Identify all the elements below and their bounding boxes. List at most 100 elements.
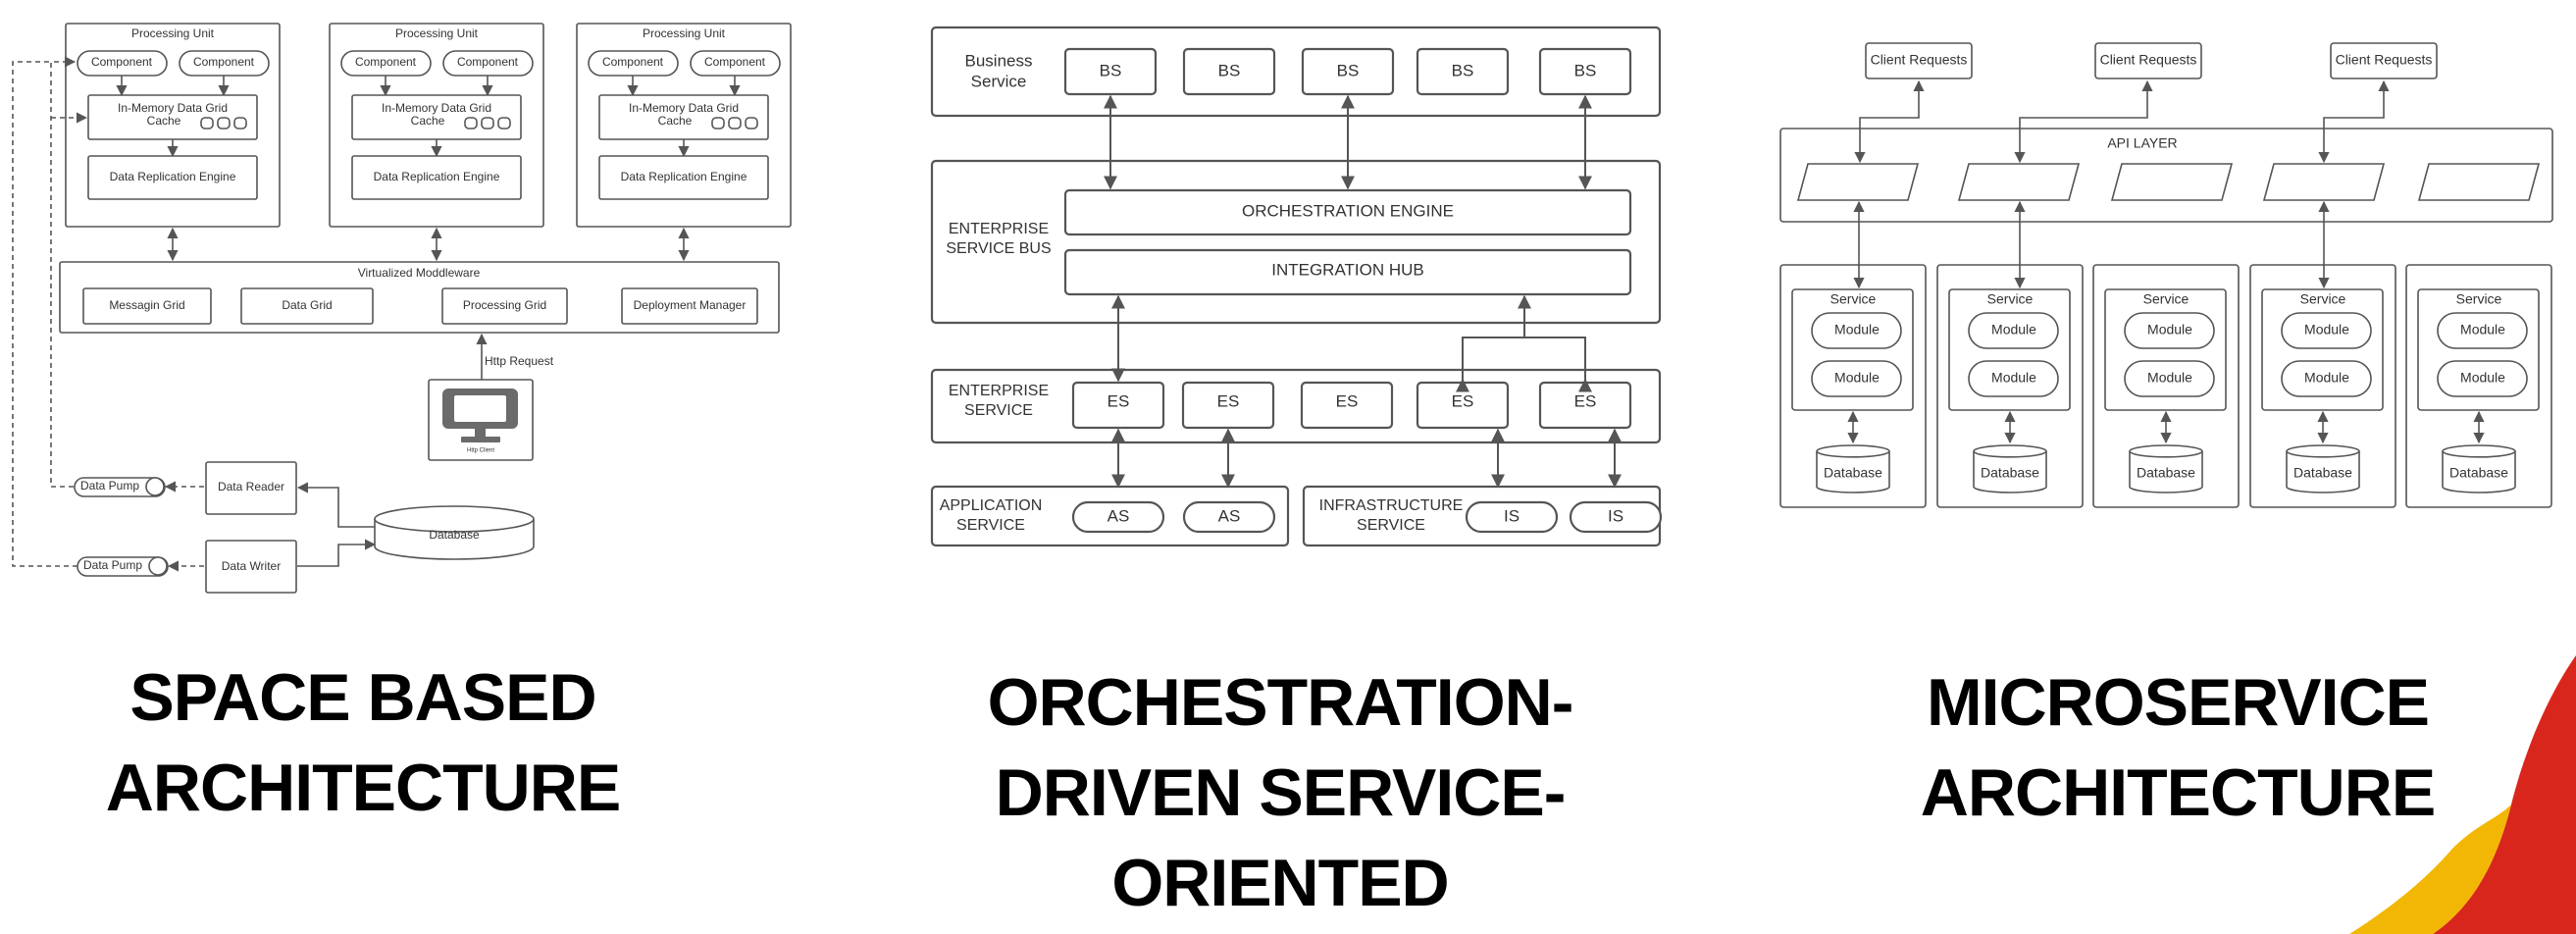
as-label: AS xyxy=(1218,506,1241,525)
title-line: ORCHESTRATION- xyxy=(987,665,1574,740)
connector-line xyxy=(297,539,377,567)
as-pill xyxy=(1071,500,1165,534)
api-gateway-slot xyxy=(2417,163,2541,201)
module-label: Module xyxy=(1991,322,2036,337)
api-gateway-slot xyxy=(1957,163,2081,201)
bs-label: BS xyxy=(1218,61,1241,79)
database-body xyxy=(2442,450,2516,493)
module xyxy=(1811,360,1902,397)
cache-label: In-Memory Data Grid xyxy=(118,101,228,115)
component-label: Component xyxy=(193,55,255,69)
database xyxy=(2442,444,2516,493)
database xyxy=(2286,444,2360,493)
component-label: Component xyxy=(457,55,519,69)
database-top xyxy=(374,505,535,533)
virtualized-middleware xyxy=(59,261,780,334)
title-line: ARCHITECTURE xyxy=(1920,755,2436,830)
data-replication-engine xyxy=(87,155,258,200)
middleware-grid-item xyxy=(621,287,758,325)
connector-line xyxy=(50,56,77,488)
middleware-item-label: Deployment Manager xyxy=(634,298,747,312)
middleware-grid-item xyxy=(82,287,212,325)
api-gateway-slot xyxy=(2110,163,2234,201)
api-layer-label: API LAYER xyxy=(2107,135,2177,151)
processing-unit-label: Processing Unit xyxy=(395,26,479,40)
replication-label: Data Replication Engine xyxy=(110,170,236,183)
component-label: Component xyxy=(91,55,153,69)
database-top xyxy=(2129,444,2203,458)
bs-box xyxy=(1063,47,1158,96)
business-service-label: Service xyxy=(971,72,1027,90)
integration-hub-label: INTEGRATION HUB xyxy=(1271,260,1424,279)
is-label: IS xyxy=(1608,506,1623,525)
replication-label: Data Replication Engine xyxy=(621,170,747,183)
application-service-label: SERVICE xyxy=(956,517,1025,534)
module xyxy=(2437,312,2528,349)
cache-slot-icon xyxy=(728,117,742,130)
client-requests-box xyxy=(2094,42,2202,79)
connector-line xyxy=(2014,79,2153,164)
data-pump-label: Data Pump xyxy=(83,558,142,572)
enterprise-service-label: SERVICE xyxy=(964,402,1033,419)
as-pill xyxy=(1182,500,1276,534)
database-body xyxy=(2286,450,2360,493)
database-label: Database xyxy=(2293,465,2352,481)
title-line: SPACE BASED xyxy=(129,660,596,735)
module-label: Module xyxy=(2304,322,2349,337)
module-label: Module xyxy=(2147,370,2192,386)
database-label: Database xyxy=(429,528,480,542)
middleware-item-label: Data Grid xyxy=(282,298,332,312)
data-reader-label: Data Reader xyxy=(218,480,284,493)
cache-slot-icon xyxy=(711,117,725,130)
module xyxy=(1968,360,2059,397)
title-orchestration: ORCHESTRATION- DRIVEN SERVICE- ORIENTED xyxy=(883,657,1677,928)
database-body xyxy=(1973,450,2047,493)
title-line: DRIVEN SERVICE- xyxy=(995,755,1567,830)
es-label: ES xyxy=(1452,391,1474,410)
es-box xyxy=(1300,381,1394,430)
client-requests-label: Client Requests xyxy=(2100,52,2197,68)
title-space-based: SPACE BASED ARCHITECTURE xyxy=(39,652,687,833)
integration-hub xyxy=(1063,248,1632,296)
cache-label: Cache xyxy=(411,114,445,128)
module xyxy=(2124,360,2215,397)
es-label: ES xyxy=(1108,391,1130,410)
monitor-neck xyxy=(475,429,486,438)
bs-box xyxy=(1416,47,1510,96)
module-label: Module xyxy=(1834,322,1880,337)
database-body xyxy=(1816,450,1890,493)
database xyxy=(1973,444,2047,493)
module xyxy=(2124,312,2215,349)
infrastructure-service-label: INFRASTRUCTURE xyxy=(1319,497,1464,514)
database-top xyxy=(2442,444,2516,458)
data-replication-engine xyxy=(351,155,522,200)
orchestration-engine xyxy=(1063,188,1632,236)
component-label: Component xyxy=(602,55,664,69)
cache-label: Cache xyxy=(147,114,181,128)
service-label: Service xyxy=(2143,291,2190,307)
business-service-label: Business xyxy=(965,51,1033,70)
connector-line xyxy=(2318,79,2390,164)
module-label: Module xyxy=(2147,322,2192,337)
api-gateway-slot xyxy=(1796,163,1920,201)
cache-slot-icon xyxy=(745,117,758,130)
monitor-display xyxy=(454,395,506,422)
database-label: Database xyxy=(1824,465,1882,481)
module-label: Module xyxy=(2304,370,2349,386)
database-top xyxy=(1816,444,1890,458)
bs-label: BS xyxy=(1337,61,1360,79)
middleware-label: Virtualized Moddleware xyxy=(358,266,481,280)
module-label: Module xyxy=(2460,370,2505,386)
cache-label: Cache xyxy=(658,114,693,128)
es-label: ES xyxy=(1336,391,1359,410)
data-replication-engine xyxy=(598,155,769,200)
es-label: ES xyxy=(1574,391,1597,410)
decorative-corner-accent xyxy=(2349,655,2576,934)
component-label: Component xyxy=(355,55,417,69)
module xyxy=(1811,312,1902,349)
api-gateway-slot xyxy=(2262,163,2386,201)
